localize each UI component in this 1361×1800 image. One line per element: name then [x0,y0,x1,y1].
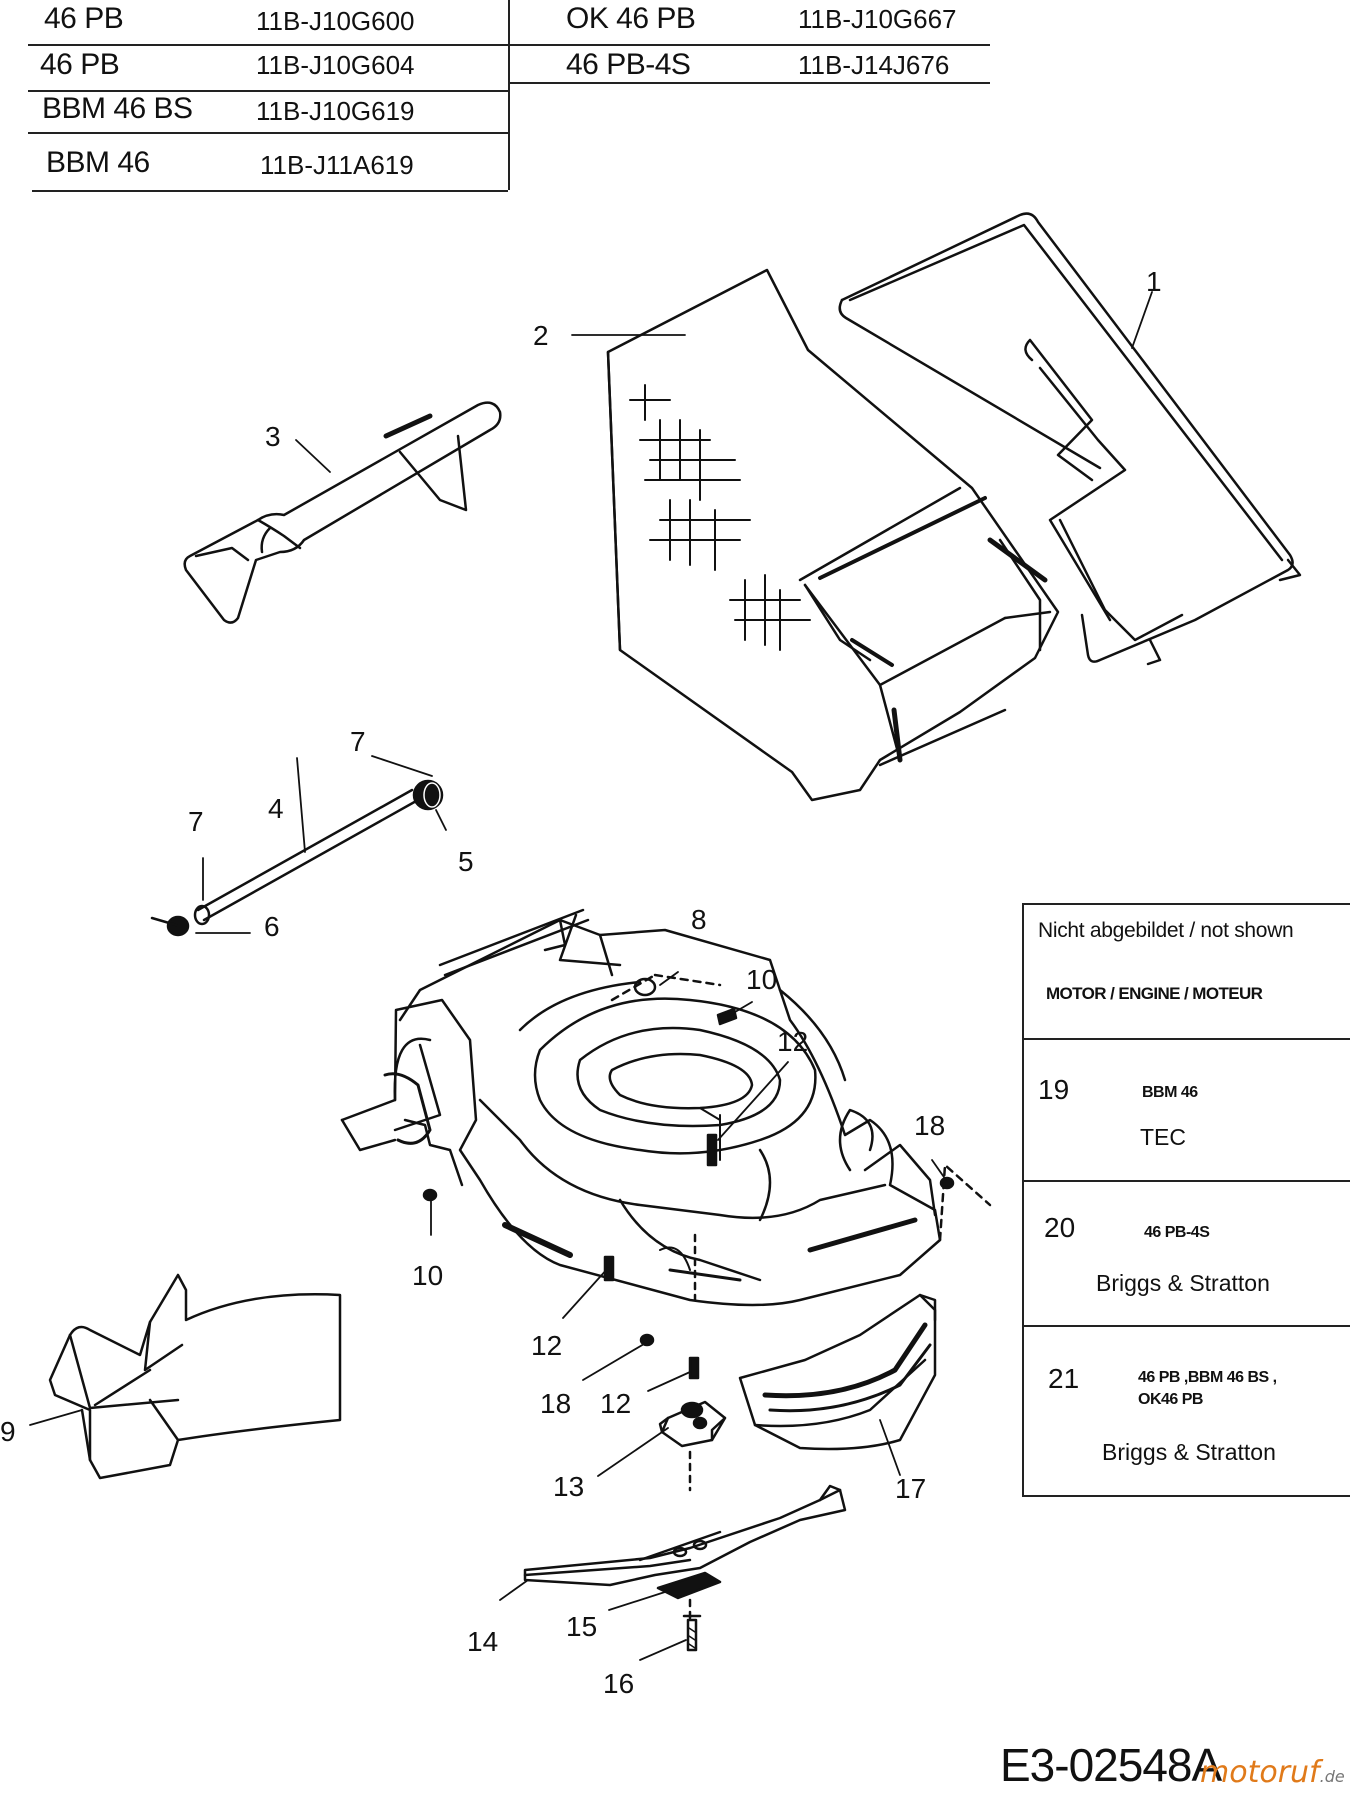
callout-12b: 12 [531,1330,563,1361]
callout-12a: 12 [777,1026,809,1057]
model-code: 11B-J10G619 [256,96,415,126]
leader-lines [29,291,1153,1661]
callout-13: 13 [553,1471,585,1502]
model-code: 11B-J10G604 [256,50,415,80]
legend-item-engine: Briggs & Stratton [1102,1439,1276,1465]
grass-bag-part [606,268,1060,802]
discharge-chute-part [48,1273,342,1480]
legend-item-19: 19 BBM 46 TEC [1024,1040,1350,1182]
callout-4: 4 [268,793,284,824]
blade-bolt-part [682,1614,702,1652]
blade-adapter-part [658,1400,727,1448]
callout-10b: 10 [412,1260,444,1291]
rear-axle-part [150,779,444,937]
callout-16: 16 [603,1668,635,1699]
callout-8: 8 [691,904,707,935]
model-code: 11B-J10G600 [256,6,415,36]
callout-14: 14 [467,1626,499,1657]
model-name: 46 PB [44,2,124,35]
legend-item-models: BBM 46 [1142,1084,1198,1101]
legend-item-number: 19 [1038,1074,1070,1105]
model-code: 11B-J11A619 [260,150,414,180]
brand-watermark: motoruf.de [1200,1755,1345,1790]
callout-3: 3 [265,421,281,452]
table-row: 46 PB 11B-J10G600 [28,0,508,46]
document-code: E3-02548A [1000,1739,1222,1791]
legend-heading: Nicht abgebildet / not shown [1038,919,1294,942]
callout-2: 2 [533,320,549,351]
legend-item-models-cont: OK46 PB [1138,1391,1203,1408]
bag-frame-part [838,212,1302,666]
table-row: 46 PB 11B-J10G604 [28,46,508,92]
model-name: 46 PB-4S [566,48,691,81]
deck-skirt-part [738,1293,937,1451]
callout-7b: 7 [188,806,204,837]
callout-12c: 12 [600,1388,632,1419]
legend-engine-label: MOTOR / ENGINE / MOTEUR [1046,984,1263,1003]
rear-flap-part [183,401,502,624]
cutting-blade-part [523,1484,847,1587]
legend-item-engine: TEC [1140,1124,1186,1150]
model-name: BBM 46 BS [42,92,193,125]
callout-10a: 10 [746,964,778,995]
legend-header: Nicht abgebildet / not shown MOTOR / ENG… [1024,905,1350,1040]
callout-7a: 7 [350,726,366,757]
legend-item-models: 46 PB ,BBM 46 BS , [1138,1369,1277,1386]
model-table-divider [508,0,510,190]
table-row: BBM 46 BS 11B-J10G619 [28,90,508,134]
callout-1: 1 [1146,266,1162,297]
brand-name: motoruf [1200,1755,1320,1790]
callout-17: 17 [895,1473,927,1504]
callout-18b: 18 [540,1388,572,1419]
table-row: OK 46 PB 11B-J10G667 [510,0,990,46]
not-shown-legend: Nicht abgebildet / not shown MOTOR / ENG… [1022,903,1350,1497]
callout-15: 15 [566,1611,598,1642]
legend-item-number: 21 [1048,1363,1080,1394]
model-name: 46 PB [40,48,120,81]
brand-domain: .de [1319,1767,1345,1786]
table-row: BBM 46 11B-J11A619 [32,134,508,192]
legend-item-models: 46 PB-4S [1144,1224,1210,1241]
model-code: 11B-J14J676 [798,50,950,80]
callout-18a: 18 [914,1110,946,1141]
fasteners [422,977,955,1380]
table-row: 46 PB-4S 11B-J14J676 [510,46,990,84]
legend-item-engine: Briggs & Stratton [1096,1270,1270,1296]
callout-9: 9 [0,1416,16,1447]
model-name: BBM 46 [46,146,150,179]
legend-item-21: 21 46 PB ,BBM 46 BS , OK46 PB Briggs & S… [1024,1327,1350,1493]
mower-deck-part [340,908,992,1307]
model-code: 11B-J10G667 [798,4,957,34]
callout-5: 5 [458,846,474,877]
callout-6: 6 [264,911,280,942]
legend-item-20: 20 46 PB-4S Briggs & Stratton [1024,1182,1350,1327]
model-name: OK 46 PB [566,2,696,35]
legend-item-number: 20 [1044,1212,1076,1243]
